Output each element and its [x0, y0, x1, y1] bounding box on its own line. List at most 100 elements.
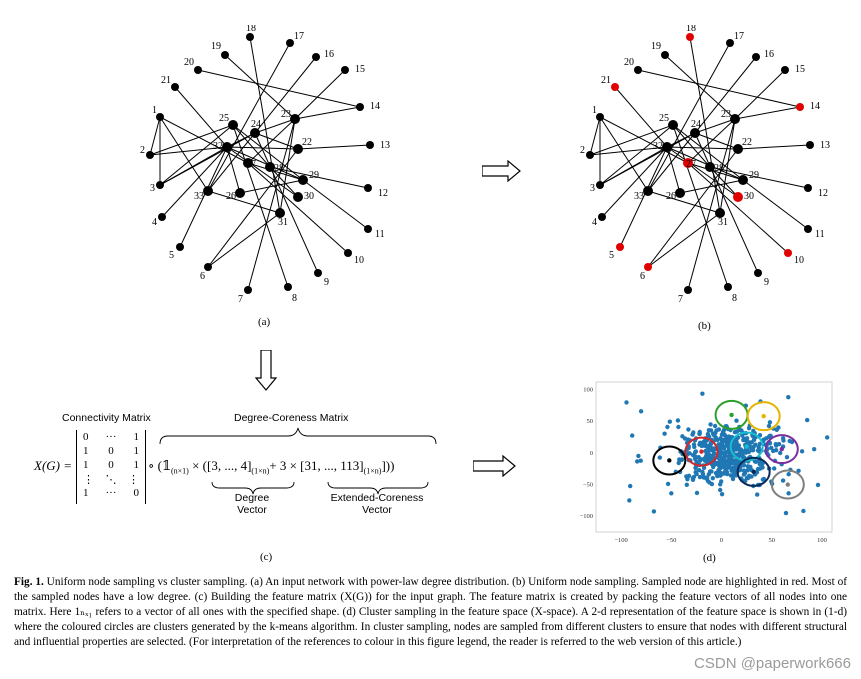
scatter-point — [657, 455, 662, 460]
graph-a-node-label-25: 25 — [219, 113, 229, 124]
graph-b-edge-7-23 — [687, 118, 736, 291]
scatter-point — [796, 468, 801, 473]
scatter-point — [801, 508, 806, 514]
graph-b-node-label-9: 9 — [764, 277, 769, 288]
scatter-point — [705, 431, 711, 437]
formula-degree: × ([3, ..., 4] — [188, 458, 252, 473]
graph-b-node-label-19: 19 — [651, 41, 661, 52]
graph-b-edge-3-25 — [599, 124, 674, 186]
scatter-point — [706, 443, 711, 449]
graph-a-node-label-3: 3 — [150, 183, 155, 194]
graph-b-edge-23-31 — [719, 118, 736, 214]
graph-b-edge-30-32 — [666, 146, 739, 198]
formula: ∘ (𝟙(n×1) × ([3, ..., 4](1×n)+ 3 × [31, … — [148, 458, 394, 476]
caption-fig: Fig. 1. — [14, 576, 44, 588]
scatter-point — [755, 492, 760, 497]
graph-a-edge-17-33 — [207, 42, 291, 192]
graph-a-edge-25-29 — [232, 124, 304, 181]
degree-label-line1: Degree — [234, 492, 270, 504]
scatter-point — [745, 468, 750, 473]
graph-b-edge-6-22 — [647, 148, 739, 268]
graph-a-edge-2-32 — [149, 146, 228, 156]
graph-a-edge-19-23 — [224, 54, 296, 120]
graph-a-node-13 — [366, 141, 374, 149]
graph-b-node-label-7: 7 — [678, 294, 683, 305]
graph-b-node-label-21: 21 — [601, 75, 611, 86]
scatter-point — [707, 480, 712, 485]
degree-vector-label: Degree Vector — [234, 492, 270, 516]
graph-a-edge-26-32 — [226, 146, 241, 194]
scatter-point — [757, 441, 763, 446]
scatter-point — [789, 439, 795, 445]
graph-a-nodes — [146, 33, 374, 294]
graph-b-node-6 — [644, 263, 652, 271]
graph-b-node-21 — [611, 83, 619, 91]
scatter-point — [719, 432, 725, 437]
scatter-point — [805, 417, 810, 423]
graph-b-node-label-32: 32 — [653, 141, 663, 152]
scatter-point — [753, 442, 758, 447]
arrow-down — [255, 350, 277, 391]
scatter-point — [742, 471, 748, 476]
scatter-point — [718, 482, 723, 487]
matrix-cell: 1 — [83, 459, 89, 471]
label-c: (c) — [260, 551, 273, 563]
top-brace — [159, 427, 437, 445]
scatter-point — [636, 453, 641, 459]
graph-a-node-16 — [312, 53, 320, 61]
matrix-cell: ··· — [105, 431, 117, 443]
ext-coreness-line1: Extended-Coreness — [330, 492, 424, 504]
scatter-point — [630, 433, 635, 438]
scatter-point — [756, 459, 762, 464]
graph-a-edge-31-33 — [207, 190, 281, 214]
y-tick-label: 50 — [587, 418, 594, 425]
graph-b-node-14 — [796, 103, 804, 111]
scatter-point — [679, 457, 685, 462]
graph-a-node-19 — [221, 51, 229, 59]
graph-b-edge-26-32 — [666, 146, 681, 194]
graph-b-node-label-15: 15 — [795, 64, 805, 75]
scatter-point — [751, 428, 756, 434]
scatter-point — [719, 492, 725, 497]
scatter-point — [721, 444, 727, 450]
graph-b-node-9 — [754, 269, 762, 277]
scatter-point — [825, 435, 830, 440]
graph-a-node-6 — [204, 263, 212, 271]
scatter-point — [718, 487, 723, 493]
graph-b-edge-29-32 — [666, 146, 744, 181]
graph-a-node-label-2: 2 — [140, 145, 145, 156]
scatter-point — [729, 468, 734, 473]
cluster-circle-2 — [729, 431, 764, 462]
matrix-cell: 1 — [83, 487, 89, 499]
scatter-point — [745, 439, 750, 445]
graph-b-node-label-4: 4 — [592, 217, 597, 228]
scatter-point — [693, 465, 698, 471]
graph-b-node-17 — [726, 39, 734, 47]
y-tick-label: −50 — [583, 482, 593, 489]
scatter-point — [780, 478, 786, 483]
graph-b-edge-9-24 — [694, 132, 759, 274]
graph-a-node-label-18: 18 — [246, 25, 256, 34]
graph-a-edge-30-32 — [226, 146, 299, 198]
graph-a-edge-13-22 — [297, 144, 371, 150]
scatter-point — [710, 476, 715, 481]
graph-b-node-1 — [596, 113, 604, 121]
graph-b-node-label-1: 1 — [592, 105, 597, 116]
figure-caption: Fig. 1. Uniform node sampling vs cluster… — [14, 575, 847, 650]
scatter-point — [700, 391, 705, 396]
lhs: X(G) = — [34, 458, 73, 473]
graph-b-node-label-10: 10 — [794, 255, 804, 266]
scatter-point — [751, 437, 757, 442]
scatter-point — [731, 473, 736, 478]
graph-a-node-12 — [364, 184, 372, 192]
ones-sub: (n×1) — [171, 466, 189, 476]
graph-a-edge-5-32 — [179, 146, 228, 248]
scatter-point — [784, 455, 790, 460]
graph-a-edge-14-20 — [197, 69, 361, 108]
matrix-cell: ⋮ — [128, 474, 139, 486]
scatter-point — [675, 418, 681, 423]
graph-a-node-29 — [298, 175, 308, 185]
y-tick-label: 0 — [590, 450, 593, 457]
scatter-point — [771, 448, 776, 454]
graph-b-edge-5-32 — [619, 146, 668, 248]
